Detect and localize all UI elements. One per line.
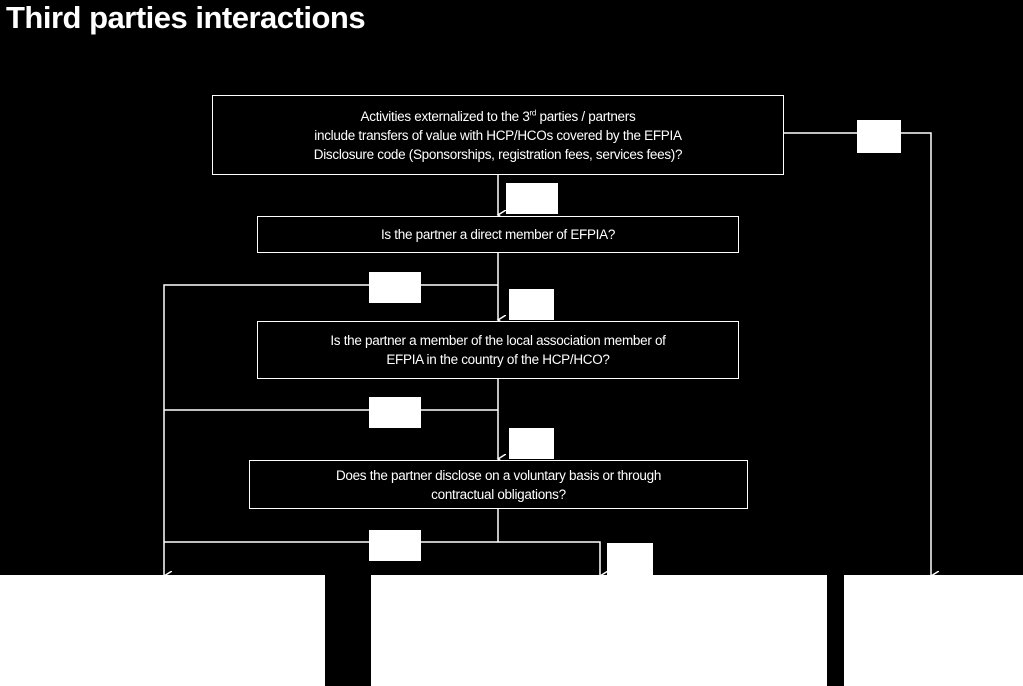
connector-q1-no: [783, 132, 931, 576]
label-box-q3-left: [369, 397, 421, 428]
question-box-local-association: Is the partner a member of the local ass…: [257, 321, 739, 379]
outcome-box-right: [844, 575, 1023, 686]
question-box-externalized-activities: Activities externalized to the 3rd parti…: [212, 95, 784, 175]
label-box-q3-down: [509, 428, 554, 459]
question-box-voluntary-disclosure: Does the partner disclose on a voluntary…: [249, 460, 748, 509]
connector-q4-right: [498, 541, 600, 576]
outcome-box-left: [0, 575, 325, 686]
label-box-q2-down: [509, 289, 554, 320]
label-box-q1-down: [506, 183, 558, 214]
outcome-box-middle: [371, 575, 827, 686]
question-box-direct-member: Is the partner a direct member of EFPIA?: [257, 216, 739, 253]
label-box-q2-left: [369, 272, 421, 303]
label-box-q4-right: [607, 543, 653, 576]
label-box-q1-right: [857, 120, 901, 153]
page-title: Third parties interactions: [6, 0, 366, 35]
label-box-q4-left: [369, 530, 421, 561]
